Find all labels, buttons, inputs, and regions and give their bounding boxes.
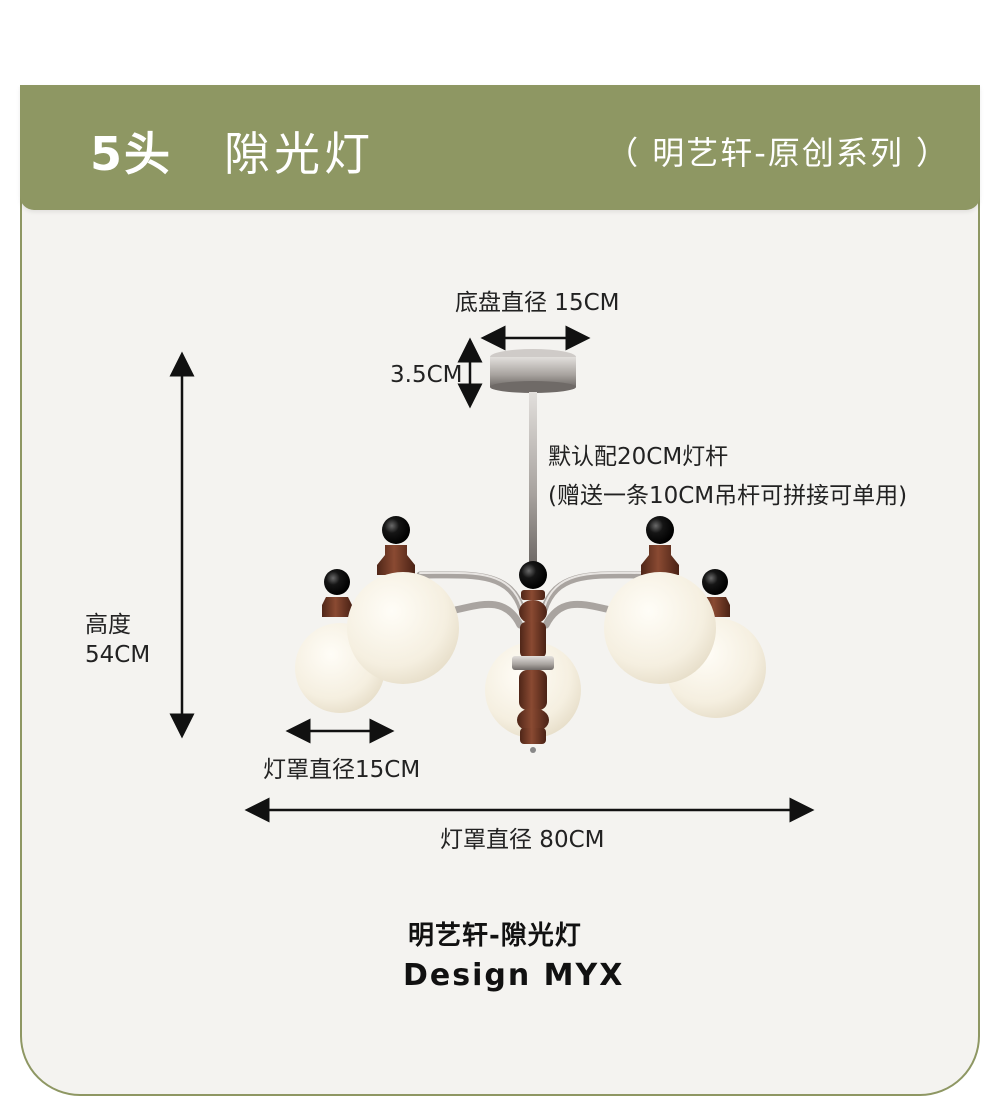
title-banner [20,85,980,210]
shade-left-front [347,516,459,684]
head-count: 5头 [90,127,173,181]
product-title: 隙光灯 [224,127,374,181]
overall-diameter-label: 灯罩直径 80CM [440,827,605,853]
rod-default-label: 默认配20CM灯杆 [548,444,729,470]
shade-right-front [604,516,716,684]
ceiling-canopy [490,349,576,393]
design-tagline: Design MYX [403,958,625,993]
hanging-rod [529,392,537,562]
base-diameter-label: 底盘直径 15CM [455,290,620,316]
brand-name: 明艺轩-隙光灯 [408,921,582,951]
center-column [512,561,554,753]
height-title-label: 高度 [85,612,131,638]
shade-diameter-label: 灯罩直径15CM [263,757,421,783]
arms [416,571,650,629]
height-value-label: 54CM [85,642,151,668]
base-thickness-label: 3.5CM [390,362,463,388]
rod-extra-label: (赠送一条10CM吊杆可拼接可单用) [548,483,908,509]
series-label: （ 明艺轩-原创系列 ） [606,134,950,172]
